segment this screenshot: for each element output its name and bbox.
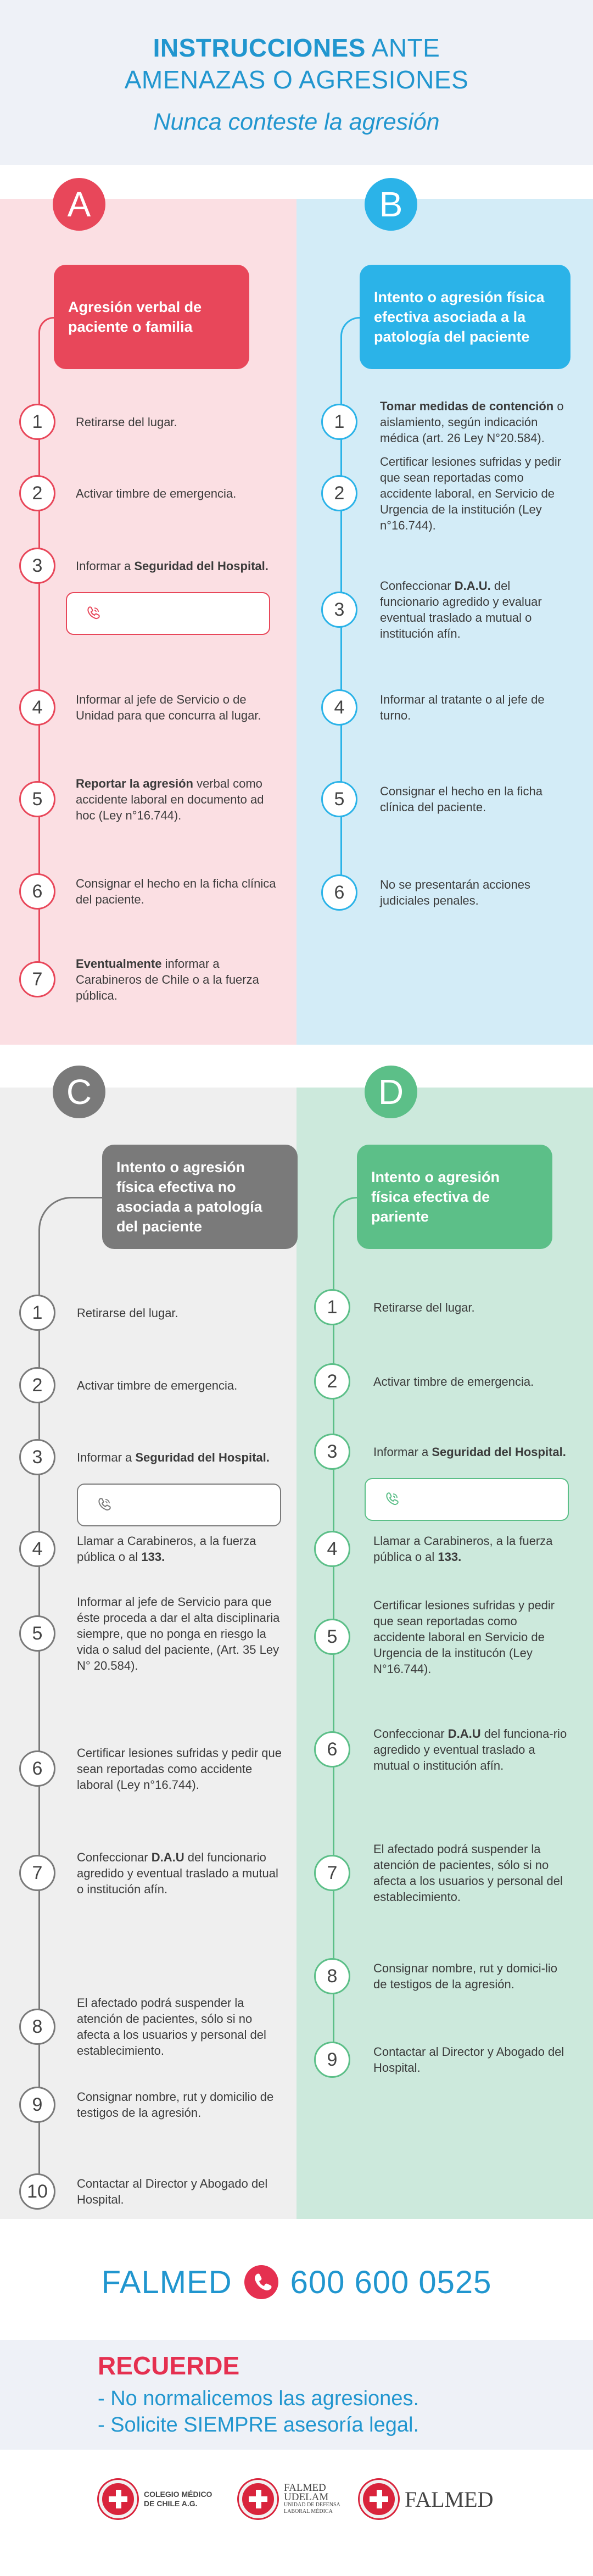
step-text: Informar a Seguridad del Hospital. [77,1450,270,1464]
step-text: Confeccionar D.A.U del funcionario agred… [77,1850,278,1896]
phone-field[interactable] [66,592,270,635]
section-b-badge: B [365,178,417,231]
step-text: Certificar lesiones sufridas y pedir que… [77,1746,282,1792]
page-subtitle: Nunca conteste la agresión [153,109,440,135]
step-number: 8 [19,2009,55,2045]
logos-bar: COLEGIO MÉDICO DE CHILE A.G. FALMED UDEL… [0,2466,593,2532]
phone-icon [87,606,100,620]
step-number: 2 [19,1367,55,1403]
reminder-item: - No normalicemos las agresiones. [98,2387,419,2410]
udelam-logo-icon [239,2480,277,2518]
step-number: 4 [314,1531,350,1567]
step-text: Informar a Seguridad del Hospital. [76,559,268,573]
step-text: No se presentarán acciones judiciales pe… [380,878,530,907]
reminder-item: - Solicite SIEMPRE asesoría legal. [98,2413,419,2436]
step-number: 9 [19,2087,55,2123]
colegio-medico-logo-icon [99,2480,137,2518]
step-number: 10 [19,2173,55,2210]
step-text: Contactar al Director y Abogado del Hosp… [373,2045,564,2075]
step-number: 7 [19,1855,55,1891]
phone-icon [98,1498,111,1511]
step-text: Tomar medidas de contención o aislamient… [380,399,564,445]
step-number: 5 [19,1615,55,1652]
step-text: Certificar lesiones sufridas y pedir que… [373,1598,555,1676]
step-number: 6 [19,1750,55,1787]
step-number: 4 [19,689,55,726]
logo-colegio-medico: COLEGIO MÉDICO DE CHILE A.G. [99,2480,212,2518]
step-number: 3 [19,548,55,584]
step-number: 5 [321,781,357,817]
contact-line: FALMED 600 600 0525 [0,2252,593,2312]
step-number: 2 [19,475,55,511]
step-text: Reportar la agresión verbal como acciden… [76,776,264,822]
step-text: Informar al jefe de Servicio para que és… [77,1594,280,1672]
connector-line [333,1307,334,2060]
step-text: Eventualmente informar a Carabineros de … [76,956,259,1002]
step-number: 1 [19,1295,55,1331]
step-number: 1 [314,1289,350,1325]
step-number: 6 [321,874,357,911]
step-number: 4 [19,1531,55,1567]
step-text: Activar timbre de emergencia. [77,1378,238,1392]
step-number: 6 [314,1731,350,1767]
step-text: Activar timbre de emergencia. [373,1374,534,1389]
section-c-title: Intento o agresión física efectiva no as… [102,1145,298,1249]
step-text: Informar al jefe de Servicio o de Unidad… [76,693,261,722]
page-title: INSTRUCCIONES ANTE AMENAZAS O AGRESIONES [124,34,469,94]
step-text: El afectado podrá suspender la atención … [373,1842,563,1904]
section-a-title: Agresión verbal de paciente o familia [54,265,249,369]
step-number: 9 [314,2042,350,2078]
contact-phone[interactable]: 600 600 0525 [290,2264,492,2300]
brand-name: FALMED [101,2264,232,2300]
connector-line [340,422,342,893]
step-number: 2 [314,1363,350,1399]
step-text: Retirarse del lugar. [77,1306,178,1320]
step-text: El afectado podrá suspender la atención … [77,1996,266,2058]
phone-field[interactable] [365,1478,569,1521]
step-text: Llamar a Carabineros, a la fuerza públic… [373,1534,553,1564]
step-number: 3 [321,592,357,628]
step-number: 2 [321,475,357,511]
connector-curve [38,1197,102,1313]
step-text: Contactar al Director y Abogado del Hosp… [77,2177,268,2206]
step-number: 5 [314,1619,350,1655]
reminder-box: RECUERDE - No normalicemos las agresione… [0,2340,593,2450]
step-number: 3 [19,1439,55,1475]
phone-circle-icon [244,2265,278,2299]
section-b-title: Intento o agresión física efectiva asoci… [360,265,570,369]
section-a-badge: A [53,178,105,231]
step-number: 3 [314,1434,350,1470]
step-text: Consignar el hecho en la ficha clínica d… [76,877,276,906]
reminder-title: RECUERDE [98,2351,240,2380]
step-text: Certificar lesiones sufridas y pedir que… [380,454,562,532]
step-number: 8 [314,1958,350,1994]
logo-falmed: FALMED [360,2480,493,2518]
step-text: Retirarse del lugar. [76,415,177,429]
step-text: Consignar nombre, rut y domicilio de tes… [77,2090,274,2120]
step-number: 4 [321,689,357,726]
step-number: 7 [314,1855,350,1891]
step-number: 5 [19,781,55,817]
falmed-logo-icon [360,2480,398,2518]
section-d-badge: D [365,1066,417,1118]
step-text: Informar al tratante o al jefe de turno. [380,693,545,722]
section-d-title: Intento o agresión física efectiva de pa… [357,1145,552,1249]
phone-field[interactable] [77,1484,281,1526]
step-text: Retirarse del lugar. [373,1300,475,1314]
step-number: 6 [19,873,55,910]
section-c-badge: C [53,1066,105,1118]
step-number: 1 [321,404,357,440]
step-text: Consignar el hecho en la ficha clínica d… [380,784,542,814]
logo-udelam: FALMED UDELAM UNIDAD DE DEFENSA LABORAL … [239,2480,340,2518]
step-text: Activar timbre de emergencia. [76,486,237,500]
step-text: Confeccionar D.A.U del funciona-rio agre… [373,1726,567,1772]
step-number: 7 [19,961,55,997]
header: INSTRUCCIONES ANTE AMENAZAS O AGRESIONES… [0,0,593,165]
step-text: Consignar nombre, rut y domici-lio de te… [373,1961,558,1991]
step-number: 1 [19,404,55,440]
step-text: Confeccionar D.A.U. del funcionario agre… [380,579,542,640]
phone-icon [386,1492,399,1506]
step-text: Llamar a Carabineros, a la fuerza públic… [77,1534,256,1564]
step-text: Informar a Seguridad del Hospital. [373,1445,566,1459]
